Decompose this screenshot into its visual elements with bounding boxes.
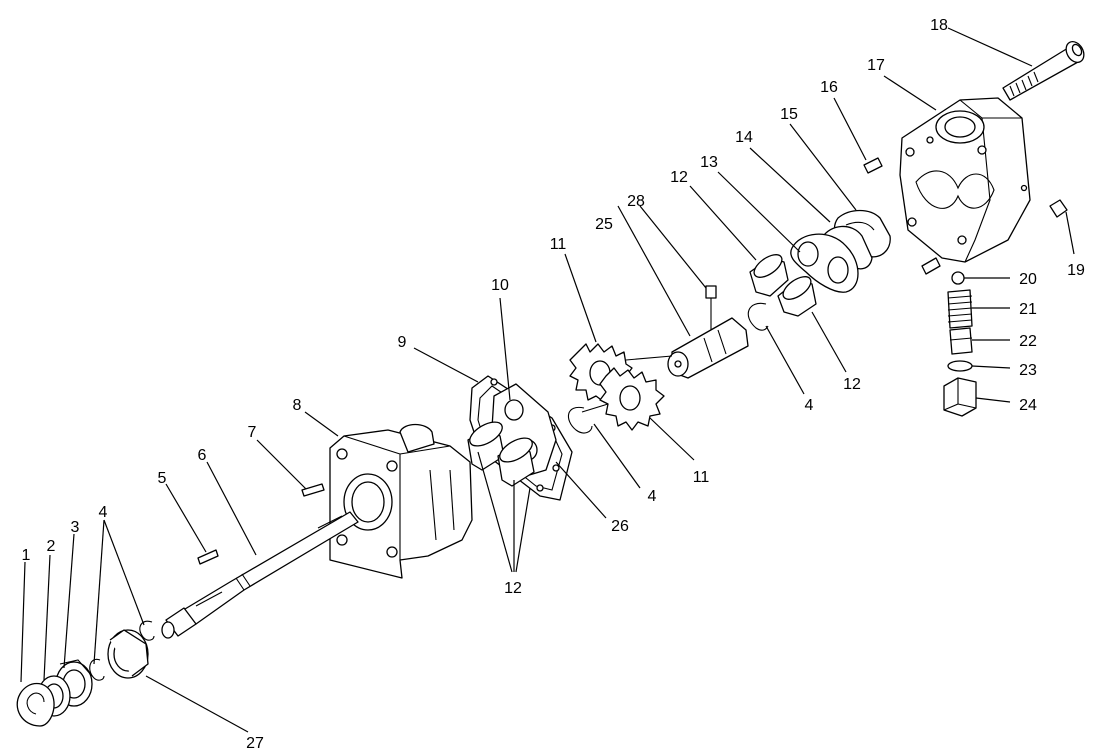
callout-12-upper: 12: [670, 169, 688, 186]
part-gear-lower: [599, 367, 665, 431]
part-main-body: [329, 423, 473, 579]
part-retaining-ring-gear: [567, 406, 593, 434]
callout-2: 2: [47, 538, 56, 555]
callout-4-gear: 4: [648, 488, 657, 505]
callout-21: 21: [1019, 301, 1037, 318]
callout-11-upper: 11: [550, 236, 567, 253]
callout-20: 20: [1019, 271, 1037, 288]
part-bushing-lower: [777, 276, 817, 317]
callout-28: 28: [627, 193, 645, 210]
callout-11-lower: 11: [693, 469, 710, 486]
part-bolt: [1002, 41, 1085, 101]
callout-10: 10: [491, 277, 509, 294]
callout-7: 7: [248, 424, 257, 441]
part-o-ring: [947, 360, 973, 372]
callout-13: 13: [700, 154, 718, 171]
callout-8: 8: [293, 397, 302, 414]
part-idler-shaft: [667, 317, 749, 379]
callout-27: 27: [246, 735, 264, 751]
callout-17: 17: [867, 57, 885, 74]
part-end-cover: [899, 97, 1031, 263]
part-spring: [947, 289, 973, 329]
callout-19: 19: [1067, 262, 1085, 279]
part-plug: [1049, 199, 1068, 218]
part-retaining-ring-mid: [747, 302, 769, 331]
callout-18: 18: [930, 17, 948, 34]
callout-15: 15: [780, 106, 798, 123]
callout-23: 23: [1019, 362, 1037, 379]
callout-5: 5: [158, 470, 167, 487]
callout-4-mid: 4: [805, 397, 814, 414]
part-key-lower: [197, 549, 219, 565]
callout-16: 16: [820, 79, 838, 96]
callout-22: 22: [1019, 333, 1037, 350]
callout-9: 9: [398, 334, 407, 351]
part-bushing-plate-b: [497, 437, 535, 487]
part-bearing: [107, 629, 149, 679]
part-dowel-pins: [863, 157, 941, 275]
part-drive-shaft: [161, 511, 359, 639]
part-snap-ring: [16, 682, 55, 727]
callout-14: 14: [735, 129, 753, 146]
callout-6: 6: [198, 447, 207, 464]
part-key-upper: [301, 483, 325, 497]
callout-26: 26: [611, 518, 629, 535]
part-bushing-upper: [749, 254, 789, 297]
callout-1: 1: [22, 547, 31, 564]
callout-12-lower: 12: [504, 580, 522, 597]
callout-3: 3: [71, 519, 80, 536]
part-retaining-ring-bearing: [89, 658, 105, 681]
callout-12-right: 12: [843, 376, 861, 393]
callout-25: 25: [595, 216, 613, 233]
leader-lines: [20, 27, 1075, 733]
part-set-screw: [705, 285, 717, 330]
part-cap: [943, 377, 977, 417]
part-ball: [951, 271, 965, 285]
part-piston: [949, 327, 973, 355]
callout-4: 4: [99, 504, 108, 521]
callout-numbers: 1 2 3 4 5 6 7 8 9 10 11 11 12 12 12 13 1…: [22, 17, 1085, 751]
part-retaining-ring-shaft: [139, 620, 155, 641]
part-wear-plate: [790, 233, 859, 293]
callout-24: 24: [1019, 397, 1037, 414]
